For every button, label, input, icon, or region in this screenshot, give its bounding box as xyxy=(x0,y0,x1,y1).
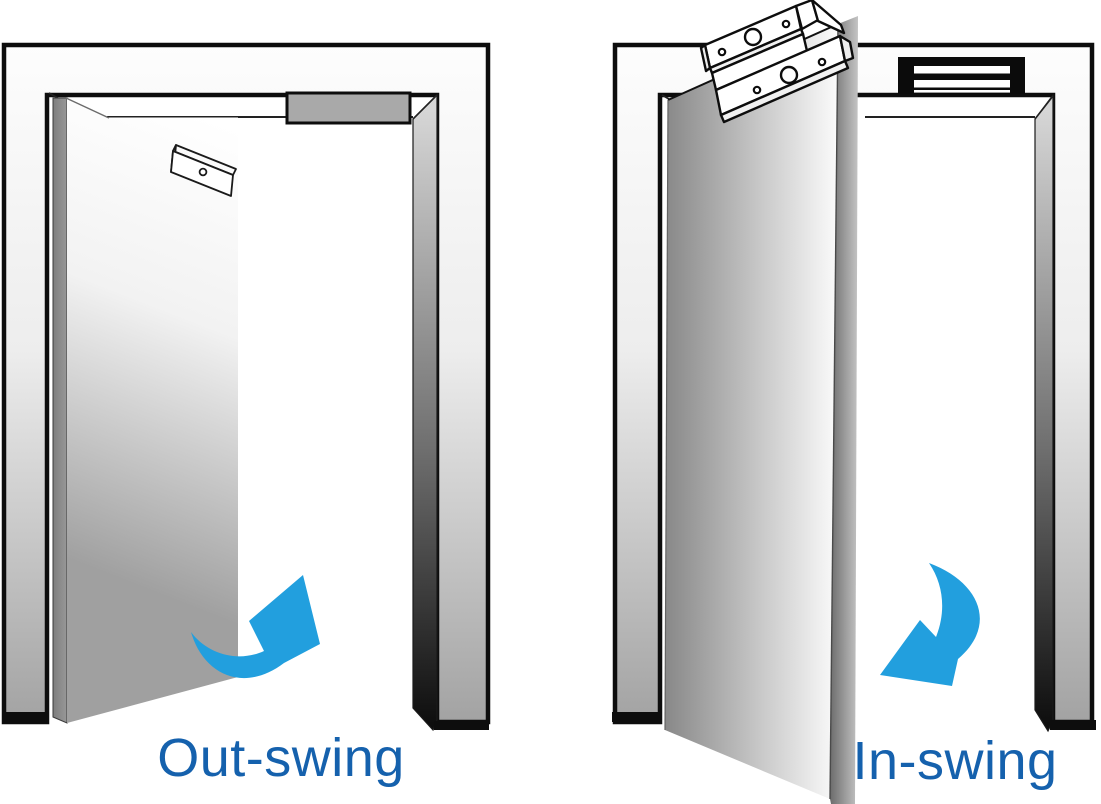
door xyxy=(67,98,238,723)
maglock xyxy=(285,91,412,125)
maglock-stripe xyxy=(914,66,1010,74)
door xyxy=(665,24,838,799)
bracket-screw xyxy=(752,85,762,95)
frame-leg-cap xyxy=(1050,720,1096,730)
frame-leg-cap xyxy=(434,721,489,730)
frame-reveal xyxy=(1034,93,1054,733)
maglock-stripe xyxy=(914,80,1010,88)
door-top-edge xyxy=(65,97,110,119)
door-hinge-edge xyxy=(52,97,68,724)
in-swing-panel xyxy=(612,0,1096,804)
door-thickness-edge xyxy=(830,16,858,804)
frame-leg-cap xyxy=(612,712,662,722)
in-swing-label: In-swing xyxy=(852,731,1058,791)
bracket-hole xyxy=(743,27,763,47)
door-face-edge-line xyxy=(829,23,839,800)
maglock-body xyxy=(898,57,1025,94)
frame-reveal xyxy=(412,93,438,732)
armature-screw-hole xyxy=(198,167,208,177)
bracket-screw xyxy=(781,19,791,29)
bracket-screw xyxy=(717,47,727,57)
zl-bracket-lower-right-end xyxy=(838,34,855,63)
maglock xyxy=(898,57,1025,94)
bracket-screw xyxy=(817,57,827,67)
bracket-hole xyxy=(779,65,799,85)
maglock-stripe xyxy=(914,90,1010,93)
zl-bracket-lower-sliver xyxy=(719,59,850,124)
frame-leg-cap xyxy=(2,712,49,722)
out-swing-arrow-icon xyxy=(191,575,320,679)
zl-bracket xyxy=(699,0,855,124)
corner-miter-right xyxy=(1034,95,1054,120)
zl-bracket-upper-left-end xyxy=(699,43,712,73)
door-hinge-edge-line xyxy=(664,99,669,731)
in-swing-arrow-icon xyxy=(880,563,980,686)
out-swing-panel xyxy=(1,42,491,732)
armature-plate xyxy=(170,144,237,197)
corner-miter-right xyxy=(412,94,438,120)
zl-bracket-return-side xyxy=(810,0,846,35)
out-swing-label: Out-swing xyxy=(157,728,405,788)
